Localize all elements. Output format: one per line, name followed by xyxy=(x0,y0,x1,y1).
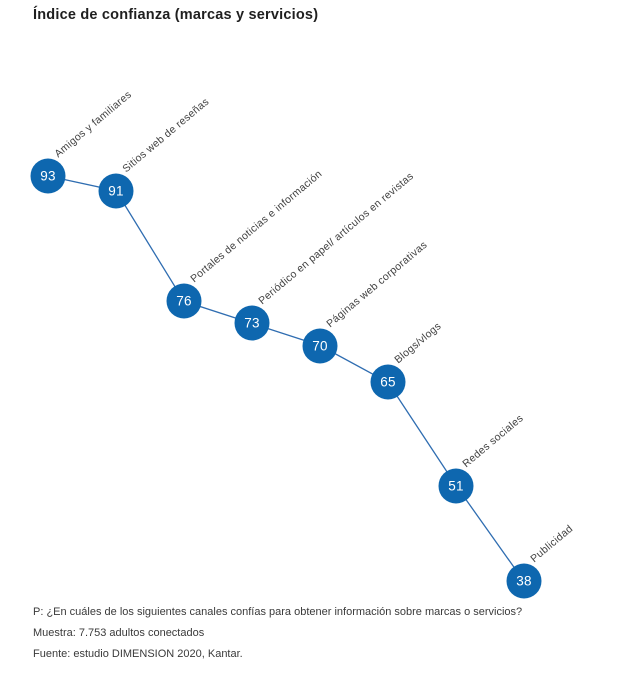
data-point: 73 xyxy=(234,305,270,341)
data-point: 70 xyxy=(302,328,338,363)
data-point: 51 xyxy=(438,468,474,504)
data-point-value: 65 xyxy=(380,374,396,390)
footnote-question: P: ¿En cuáles de los siguientes canales … xyxy=(33,606,523,618)
footnote-sample: Muestra: 7.753 adultos conectados xyxy=(33,627,205,639)
footnote-source: Fuente: estudio DIMENSION 2020, Kantar. xyxy=(33,648,243,660)
data-point-value: 51 xyxy=(448,478,464,494)
data-point: 38 xyxy=(506,563,542,599)
data-point: 65 xyxy=(370,364,406,400)
data-point: 91 xyxy=(98,173,134,209)
data-point: 93 xyxy=(30,158,66,194)
data-point-value: 73 xyxy=(244,315,260,331)
data-point-value: 70 xyxy=(312,338,328,353)
data-point-value: 93 xyxy=(40,168,56,184)
data-point: 76 xyxy=(166,283,202,319)
data-point-value: 91 xyxy=(108,183,124,199)
line-path xyxy=(47,175,525,582)
data-point-value: 76 xyxy=(176,293,192,309)
data-point-value: 38 xyxy=(516,573,532,589)
footnotes: P: ¿En cuáles de los siguientes canales … xyxy=(33,602,593,665)
chart-title: Índice de confianza (marcas y servicios) xyxy=(33,7,319,23)
